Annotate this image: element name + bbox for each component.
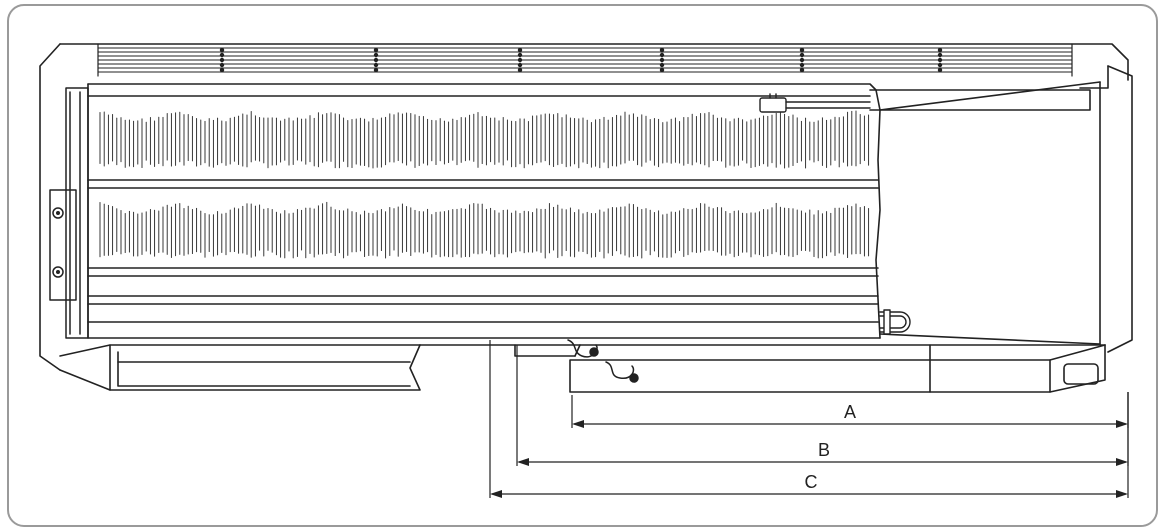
grille-clip	[937, 57, 943, 63]
grille-clip	[799, 52, 805, 58]
grille-clip	[799, 62, 805, 68]
arrowhead	[1116, 458, 1128, 466]
grille-clip	[517, 47, 523, 53]
grille-clip	[517, 57, 523, 63]
grille-clip	[219, 52, 225, 58]
coil-fins	[99, 110, 870, 259]
u-bend-pipe	[879, 309, 911, 335]
arrowhead	[490, 490, 502, 498]
grille-clip	[659, 52, 665, 58]
grille-clip	[937, 52, 943, 58]
drawing-frame	[7, 4, 1158, 527]
grille-clip	[219, 62, 225, 68]
grille-clip	[659, 67, 665, 73]
grille-clip	[373, 52, 379, 58]
grille-clip	[373, 62, 379, 68]
grille-clip	[517, 52, 523, 58]
left-end-panel	[49, 87, 89, 339]
grille-clip	[517, 67, 523, 73]
dimension-lines: ABC	[489, 340, 1129, 498]
arrowhead	[572, 420, 584, 428]
mounting-hooks	[567, 339, 639, 383]
grille-clip	[659, 57, 665, 63]
unit-housing	[39, 43, 1133, 393]
screw-icon	[52, 207, 64, 278]
grille-clip	[219, 67, 225, 73]
grille-clip	[219, 57, 225, 63]
grille-clip	[517, 62, 523, 68]
dimension-label-c: C	[805, 472, 818, 492]
grille-clip	[373, 47, 379, 53]
grille-clip	[799, 57, 805, 63]
arrowhead	[1116, 490, 1128, 498]
valve-fitting	[759, 93, 871, 113]
grille-clip	[799, 47, 805, 53]
grille-clip	[937, 62, 943, 68]
grille-clip	[373, 67, 379, 73]
dimension-c: C	[489, 340, 1129, 498]
grille-clip	[799, 67, 805, 73]
evaporator-coil	[87, 83, 881, 339]
arrowhead	[1116, 420, 1128, 428]
dimension-label-b: B	[818, 440, 830, 460]
grille-clip	[219, 47, 225, 53]
dimension-label-a: A	[844, 402, 856, 422]
top-grille	[97, 43, 1073, 77]
arrowhead	[517, 458, 529, 466]
grille-clip	[373, 57, 379, 63]
grille-clip	[937, 67, 943, 73]
grille-clip	[659, 47, 665, 53]
grille-clip	[937, 47, 943, 53]
grille-clip	[659, 62, 665, 68]
